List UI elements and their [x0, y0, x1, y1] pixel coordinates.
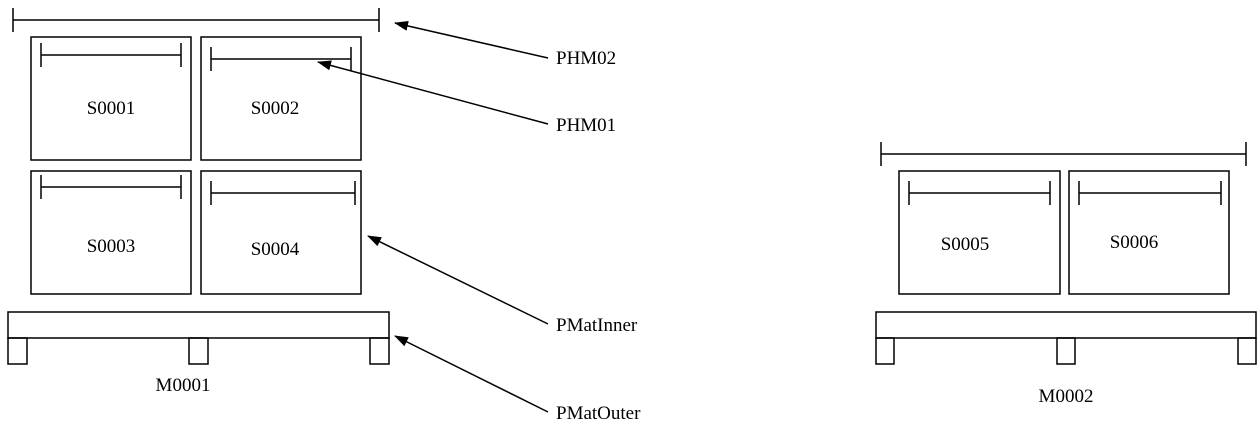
callout-label-phm01: PHM01: [556, 115, 616, 136]
box-label-s0002: S0002: [251, 98, 300, 119]
phm01-bar: [1078, 181, 1222, 205]
callout-label-pmat-outer: PMatOuter: [556, 403, 641, 424]
box-label-s0005: S0005: [941, 234, 990, 255]
box-label-s0003: S0003: [87, 236, 136, 257]
phm01-bar: [40, 43, 182, 67]
phm02-bar: [12, 8, 380, 32]
phm01-bar: [210, 47, 352, 71]
box-s0005: [898, 170, 1061, 295]
phm01-bar: [210, 181, 356, 205]
box-s0001: [30, 36, 192, 161]
pallet-m0002: [875, 311, 1257, 365]
pallet-label-m0002: M0002: [1039, 386, 1094, 407]
arrow-pmat-inner: [367, 235, 549, 325]
box-s0006: [1068, 170, 1230, 295]
box-label-s0006: S0006: [1110, 232, 1159, 253]
box-label-s0001: S0001: [87, 98, 136, 119]
pallet-label-m0001: M0001: [156, 375, 211, 396]
box-s0004: [200, 170, 362, 295]
callout-label-phm02: PHM02: [556, 48, 616, 69]
phm01-bar: [908, 181, 1051, 205]
pallet-m0001: [7, 311, 390, 365]
arrow-pmat-outer: [394, 335, 549, 413]
callout-label-pmat-inner: PMatInner: [556, 315, 638, 336]
box-label-s0004: S0004: [251, 239, 300, 260]
box-s0003: [30, 170, 192, 295]
handling-unit-bar-right: [880, 142, 1247, 166]
arrow-phm02: [394, 21, 549, 59]
box-s0002: [200, 36, 362, 161]
phm01-bar: [40, 175, 182, 199]
arrow-phm01: [317, 60, 549, 125]
